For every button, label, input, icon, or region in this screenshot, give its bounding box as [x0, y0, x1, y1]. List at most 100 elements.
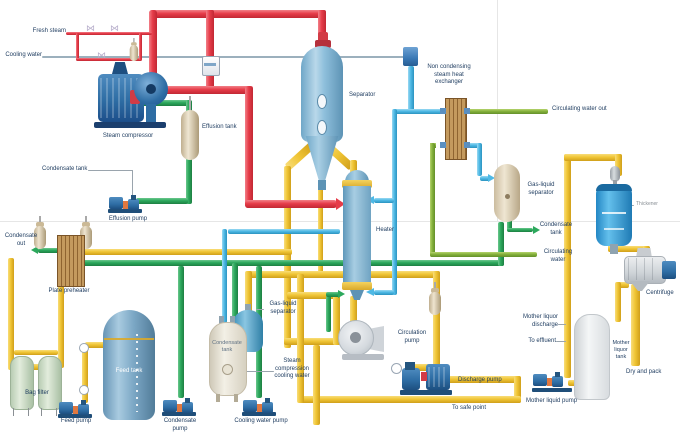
mother-liquor-pipe	[564, 154, 622, 161]
filter-leg	[28, 408, 29, 416]
fitting-cap	[82, 222, 90, 227]
pump-head	[402, 368, 420, 390]
concentrate-pipe	[245, 271, 252, 313]
concentrate-pipe	[287, 292, 340, 299]
to-effluent-label: To effluent	[528, 338, 556, 344]
plate-preheater	[57, 235, 85, 287]
fresh-steam-bypass	[76, 58, 142, 61]
separator-tip	[318, 180, 326, 190]
cooling-water-pipe	[374, 198, 394, 203]
label-leader-line	[88, 170, 133, 171]
steam-pipe	[318, 10, 326, 52]
steam-compressor	[94, 60, 170, 132]
tank-leg	[216, 394, 220, 402]
plate-preheater-label: Plate preheater	[48, 288, 90, 294]
compressor-hub	[146, 84, 156, 94]
fitting-stem	[434, 282, 436, 290]
dry-and-pack-label: Dry and pack	[626, 369, 662, 375]
centrifuge-hopper	[636, 248, 652, 258]
slurry-pipe	[608, 246, 650, 252]
heater	[342, 170, 374, 302]
pump-coupling	[421, 372, 427, 381]
thickener-label: Thickener	[636, 201, 658, 207]
check-valve-icon	[79, 343, 89, 353]
steam-trap-icon	[129, 38, 139, 62]
gate-valve-stripe	[204, 63, 216, 66]
sight-port-icon	[317, 120, 327, 135]
concentrate-pipe	[333, 292, 340, 345]
to-safe-point-pipe	[300, 396, 521, 403]
fresh-steam-line	[66, 32, 152, 35]
pump-head	[182, 402, 193, 413]
fitting-body	[429, 292, 441, 315]
concentrate-pipe	[80, 249, 292, 255]
pump-hub	[350, 332, 361, 343]
arrow-cooling-into-heater-bottom	[366, 288, 374, 296]
mother-liquor-pipe	[564, 154, 571, 378]
pump-nozzle	[81, 400, 86, 405]
tank-body	[181, 110, 199, 160]
steam-pipe	[206, 10, 214, 92]
discharge-pump-label: Discharge pump	[458, 377, 502, 383]
thickener-bottom-nozzle	[610, 244, 618, 254]
label-leader-line	[132, 170, 133, 196]
label-leader-line	[256, 309, 264, 310]
mother-liquor-pipe	[615, 154, 622, 176]
effusion-pump-label: Effusion pump	[108, 216, 148, 222]
circulating-water-pipe	[430, 143, 435, 257]
feed-pipe	[85, 342, 107, 348]
cooling-water-pipe	[395, 109, 447, 114]
steam-valve-icon: ⋈	[110, 23, 119, 33]
guide-line-horizontal	[0, 221, 680, 222]
label-leader-line	[556, 341, 566, 342]
mother-liquor-tank-label: Mother liquor tank	[612, 340, 630, 360]
condensate-tank-left-label: Condensate tank	[42, 166, 88, 172]
concentrate-pipe	[514, 376, 521, 403]
tank-stem	[189, 96, 191, 112]
heater-cone-bottom	[350, 290, 364, 300]
condensate-out-label: Condensate out	[4, 233, 38, 247]
condensate-pipe	[140, 100, 190, 106]
feed-pipe	[10, 364, 62, 370]
tank-nozzle	[219, 316, 224, 324]
concentrate-pipe	[410, 364, 438, 371]
tank-port	[222, 364, 233, 375]
arrow-condensate-out	[31, 246, 38, 254]
thickener-rim	[596, 184, 632, 191]
bag-filter	[10, 348, 62, 416]
pump-base	[532, 388, 572, 392]
separator-top-flange	[315, 40, 331, 48]
separator-nozzle	[245, 304, 251, 312]
condensate-main-pipe	[80, 260, 504, 266]
mother-liquid-pump	[532, 370, 572, 392]
agitator-motor	[610, 166, 620, 182]
cooling-water-pipe	[408, 66, 414, 114]
cooling-water-pipe	[374, 290, 394, 295]
pump-nozzle	[555, 372, 560, 377]
compressor-base	[94, 122, 166, 128]
concentrate-pipe	[350, 296, 357, 324]
fitting-stem	[39, 216, 41, 224]
mother-liquor-discharge-label: Mother liquor discharge	[522, 314, 558, 328]
centrifuge-motor	[662, 261, 676, 279]
feed-pipe	[82, 345, 88, 403]
condensate-pipe	[507, 228, 533, 232]
fitting-cap	[131, 42, 137, 46]
condensate-pipe	[326, 292, 340, 297]
feed-pipe	[8, 258, 14, 370]
cooling-water-pipe	[228, 229, 340, 234]
separator-label: Separator	[349, 92, 376, 98]
circulation-pump	[334, 314, 388, 362]
concentrate-pipe	[448, 376, 521, 383]
pump-motor	[163, 400, 177, 412]
pump-nozzle	[131, 195, 136, 200]
steam-compressor-label: Steam compressor	[102, 133, 154, 139]
steam-pipe	[149, 10, 157, 94]
cooling-water-pipe	[477, 143, 482, 176]
feed-tank-level-ticks	[136, 334, 138, 412]
steam-pipe	[245, 200, 337, 208]
feed-pipe	[58, 283, 64, 368]
effusion-tank	[181, 96, 199, 162]
condensate-pipe	[507, 218, 512, 230]
circulating-water-pipe	[430, 252, 537, 257]
